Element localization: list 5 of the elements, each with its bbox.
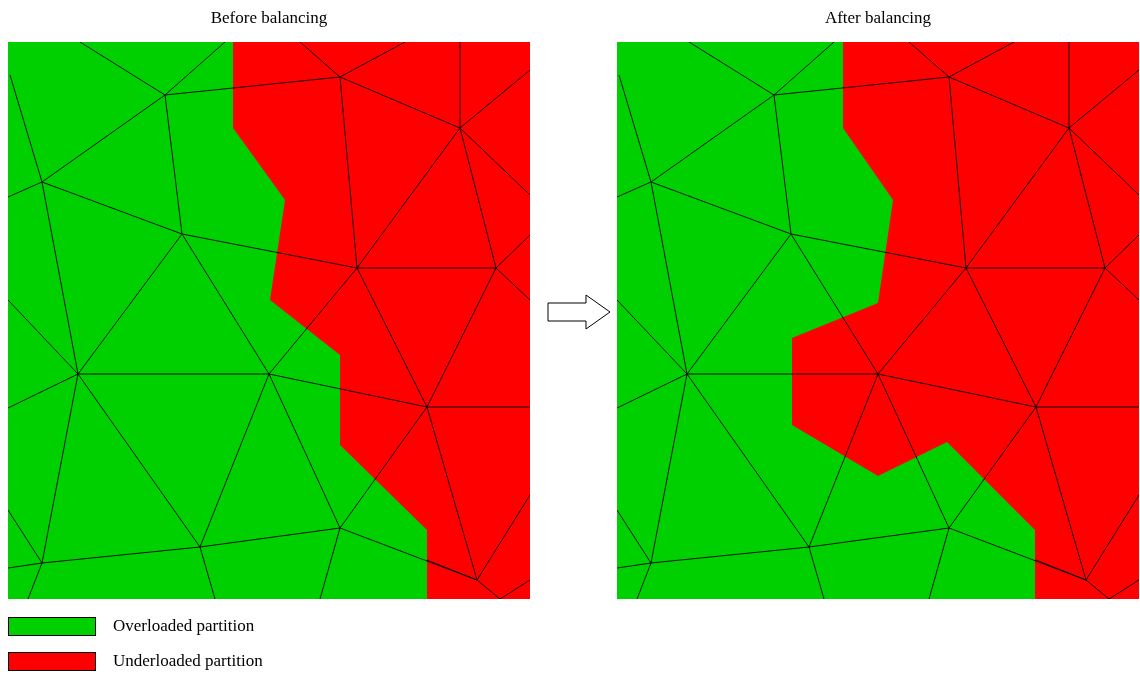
legend-label: Overloaded partition [113,616,255,636]
panel-title: Before balancing [209,8,329,28]
panel-title: After balancing [823,8,933,28]
legend-label: Underloaded partition [113,651,263,671]
block-arrow [547,294,611,330]
